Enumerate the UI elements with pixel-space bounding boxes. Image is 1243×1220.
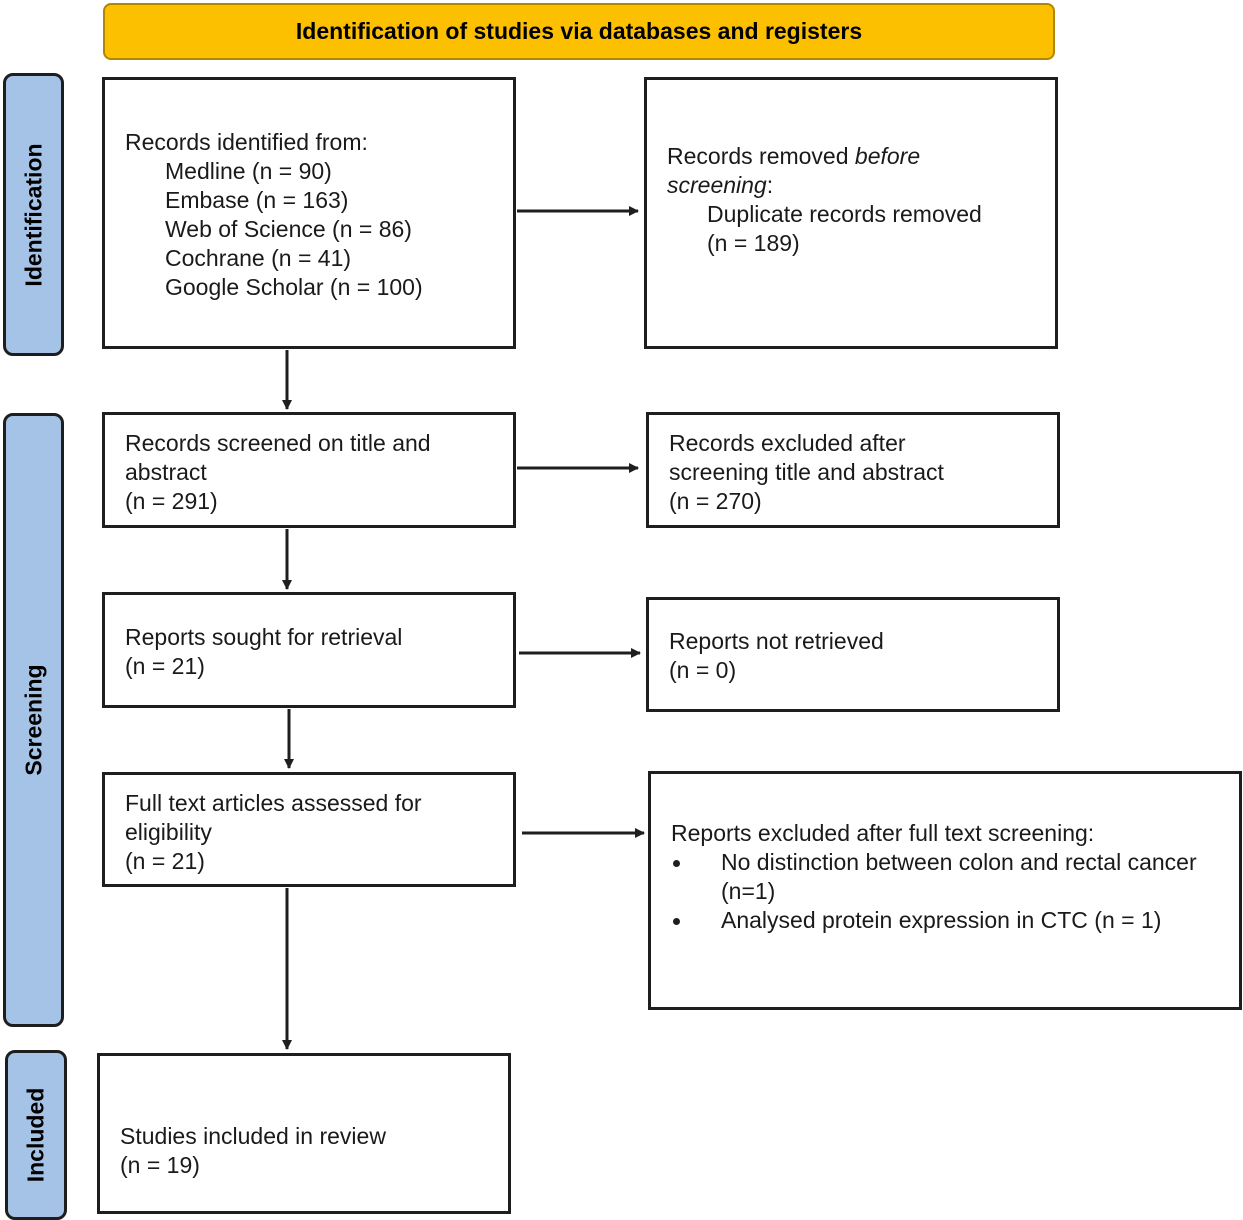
studies-included-box: Studies included in review (n = 19) xyxy=(97,1053,511,1214)
source-web-of-science: Web of Science (n = 86) xyxy=(165,216,412,242)
reports-sought-count: (n = 21) xyxy=(125,653,205,679)
records-screened-count: (n = 291) xyxy=(125,488,218,514)
records-removed-box: Records removed before screening: Duplic… xyxy=(644,77,1058,349)
exclusion-reason: No distinction between colon and rectal … xyxy=(671,848,1211,906)
full-text-assessed-label: Full text articles assessed for xyxy=(125,790,422,816)
exclusion-reasons-list: No distinction between colon and rectal … xyxy=(671,848,1211,935)
records-identified-box: Records identified from: Medline (n = 90… xyxy=(102,77,516,349)
full-text-assessed-label-cont: eligibility xyxy=(125,819,212,845)
duplicates-removed-label: Duplicate records removed xyxy=(707,201,982,227)
reports-sought-box: Reports sought for retrieval (n = 21) xyxy=(102,592,516,708)
records-removed-title-cont: screening: xyxy=(667,172,774,198)
studies-included-label: Studies included in review xyxy=(120,1123,386,1149)
phase-screening: Screening xyxy=(3,413,64,1027)
records-excluded-count: (n = 270) xyxy=(669,488,762,514)
records-excluded-label-cont: screening title and abstract xyxy=(669,459,944,485)
reports-sought-label: Reports sought for retrieval xyxy=(125,624,403,650)
reports-not-retrieved-label: Reports not retrieved xyxy=(669,628,884,654)
source-medline: Medline (n = 90) xyxy=(165,158,332,184)
records-excluded-box: Records excluded after screening title a… xyxy=(646,412,1060,528)
source-google-scholar: Google Scholar (n = 100) xyxy=(165,274,423,300)
records-screened-box: Records screened on title and abstract (… xyxy=(102,412,516,528)
header-banner: Identification of studies via databases … xyxy=(103,3,1055,60)
records-screened-label-cont: abstract xyxy=(125,459,207,485)
records-excluded-label: Records excluded after xyxy=(669,430,906,456)
studies-included-count: (n = 19) xyxy=(120,1152,200,1178)
records-identified-title: Records identified from: xyxy=(125,129,368,155)
phase-identification: Identification xyxy=(3,73,64,356)
reports-excluded-full-text-box: Reports excluded after full text screeni… xyxy=(648,771,1242,1010)
exclusion-reason: Analysed protein expression in CTC (n = … xyxy=(671,906,1211,935)
source-embase: Embase (n = 163) xyxy=(165,187,349,213)
reports-excluded-full-text-title: Reports excluded after full text screeni… xyxy=(671,820,1095,846)
source-cochrane: Cochrane (n = 41) xyxy=(165,245,352,271)
reports-not-retrieved-box: Reports not retrieved (n = 0) xyxy=(646,597,1060,712)
reports-not-retrieved-count: (n = 0) xyxy=(669,657,737,683)
duplicates-removed-count: (n = 189) xyxy=(707,230,800,256)
records-removed-title: Records removed before xyxy=(667,143,921,169)
full-text-assessed-box: Full text articles assessed for eligibil… xyxy=(102,772,516,887)
phase-included: Included xyxy=(5,1050,67,1220)
records-screened-label: Records screened on title and xyxy=(125,430,431,456)
full-text-assessed-count: (n = 21) xyxy=(125,848,205,874)
